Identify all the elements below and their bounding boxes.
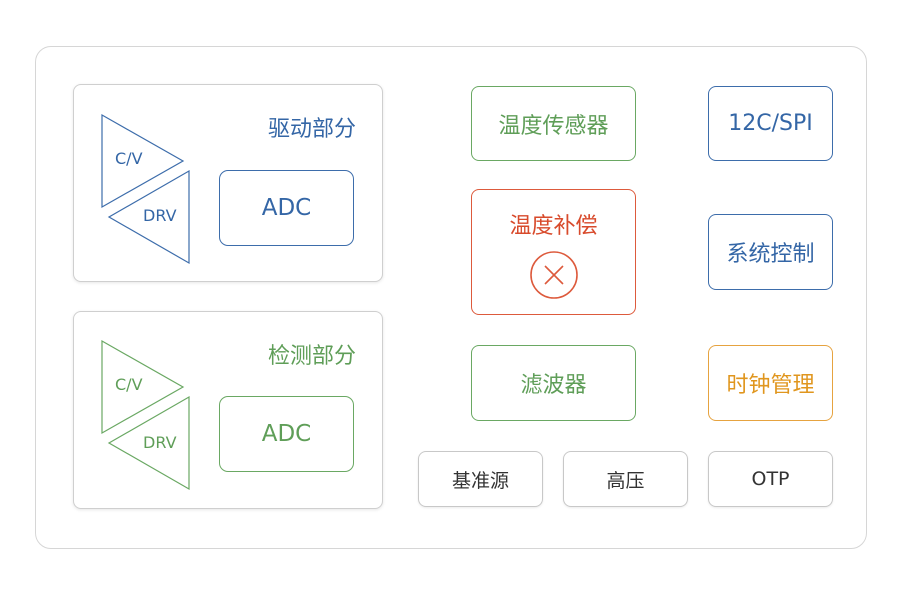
temp-comp-title: 温度补偿: [509, 214, 598, 239]
detect-adc-block: ADC: [219, 396, 354, 472]
drive-cv-triangle: [101, 113, 185, 209]
drive-section-title: 驱动部分: [267, 117, 356, 142]
close-circle-icon: [529, 251, 578, 299]
temp-sensor-block: 温度传感器: [471, 86, 636, 161]
system-control-block: 系统控制: [708, 214, 833, 290]
drive-amplifier-symbols: [101, 113, 190, 265]
detect-section-title: 检测部分: [267, 344, 356, 369]
drive-drv-triangle: [107, 169, 190, 265]
drive-section-panel: 驱动部分 C/V DRV ADC: [73, 84, 383, 282]
drive-drv-label: DRV: [143, 206, 177, 225]
detect-amplifier-symbols: [101, 339, 190, 491]
reference-source-block: 基准源: [418, 451, 543, 507]
detect-cv-label: C/V: [115, 375, 143, 394]
diagram-frame: 驱动部分 C/V DRV ADC 检测部分 C/V DRV ADC 温度传感器 …: [35, 46, 867, 549]
i2c-spi-block: 12C/SPI: [708, 86, 833, 161]
drive-adc-block: ADC: [219, 170, 354, 246]
detect-drv-triangle: [107, 395, 190, 491]
detect-cv-triangle: [101, 339, 185, 435]
otp-block: OTP: [708, 451, 833, 507]
clock-management-block: 时钟管理: [708, 345, 833, 421]
high-voltage-block: 高压: [563, 451, 688, 507]
detect-drv-label: DRV: [143, 433, 177, 452]
drive-cv-label: C/V: [115, 149, 143, 168]
filter-block: 滤波器: [471, 345, 636, 421]
detect-section-panel: 检测部分 C/V DRV ADC: [73, 311, 383, 509]
temp-comp-block: 温度补偿: [471, 189, 636, 315]
